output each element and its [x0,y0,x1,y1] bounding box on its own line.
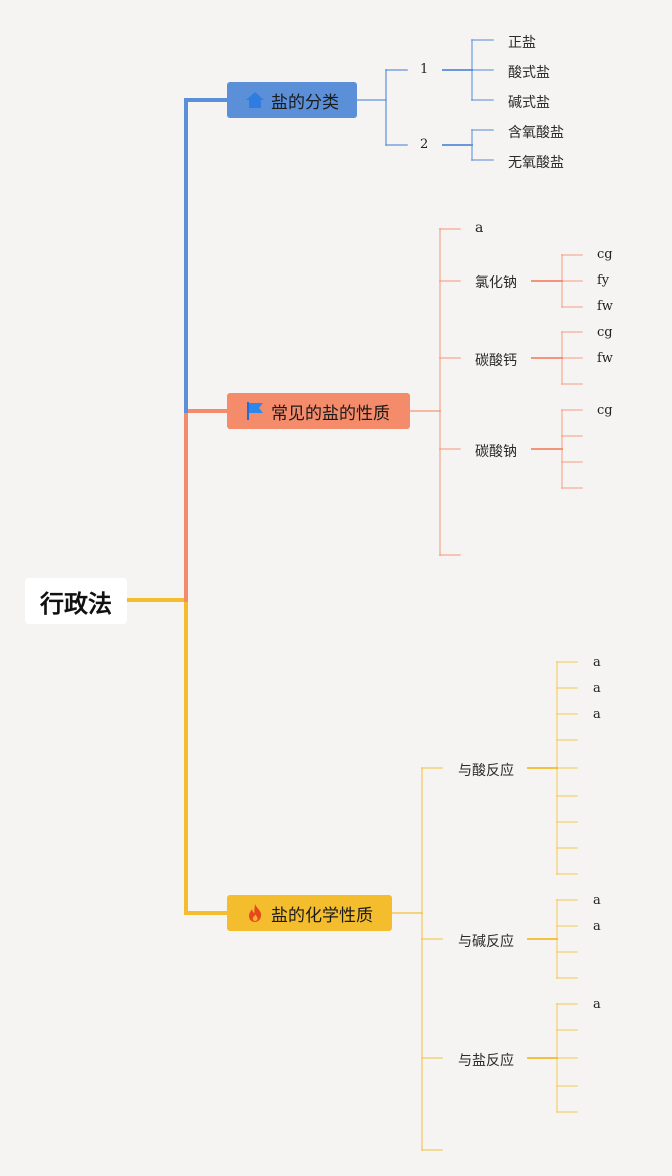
leaf-item[interactable]: 正盐 [508,35,536,51]
leaf-item[interactable]: fw [597,351,613,366]
leaf-item[interactable]: 酸式盐 [508,65,550,81]
branch-salt-classification[interactable]: 盐的分类 [227,82,357,118]
leaf-item[interactable]: a [593,919,601,934]
group-label[interactable]: 1 [420,62,429,77]
leaf-item[interactable]: a [593,681,601,696]
branch-salt-chemical-properties[interactable]: 盐的化学性质 [227,895,392,931]
leaf-item[interactable]: cg [597,325,613,340]
group-label[interactable]: 氯化钠 [475,275,517,291]
branch-label: 盐的分类 [271,92,339,113]
leaf-item[interactable]: fy [597,273,610,288]
branch-common-salt-properties[interactable]: 常见的盐的性质 [227,393,410,429]
leaf-item[interactable]: 碱式盐 [508,95,550,111]
group-label[interactable]: 与盐反应 [458,1053,514,1069]
house-icon [246,92,264,108]
fire-icon [249,904,262,922]
group-label[interactable]: 与碱反应 [458,934,514,950]
leaf-item[interactable]: cg [597,403,613,418]
leaf-item[interactable]: a [593,893,601,908]
leaf-item[interactable]: fw [597,299,613,314]
root-label: 行政法 [40,589,112,618]
group-label[interactable]: 碳酸钙 [475,353,517,369]
group-label[interactable]: 2 [420,137,429,152]
group-label[interactable]: 与酸反应 [458,763,514,779]
leaf-item[interactable]: a [593,997,601,1012]
flag-icon [247,402,263,420]
leaf-item[interactable]: 无氧酸盐 [508,155,564,171]
group-label[interactable]: 碳酸钠 [475,444,517,460]
leaf-item[interactable]: a [593,707,601,722]
root-node[interactable]: 行政法 [25,578,127,624]
leaf-item[interactable]: a [593,655,601,670]
leaf-item[interactable]: 含氧酸盐 [508,125,564,141]
branch-label: 常见的盐的性质 [271,403,390,424]
branch-label: 盐的化学性质 [271,905,373,926]
group-label[interactable]: a [475,220,484,236]
leaf-item[interactable]: cg [597,247,613,262]
